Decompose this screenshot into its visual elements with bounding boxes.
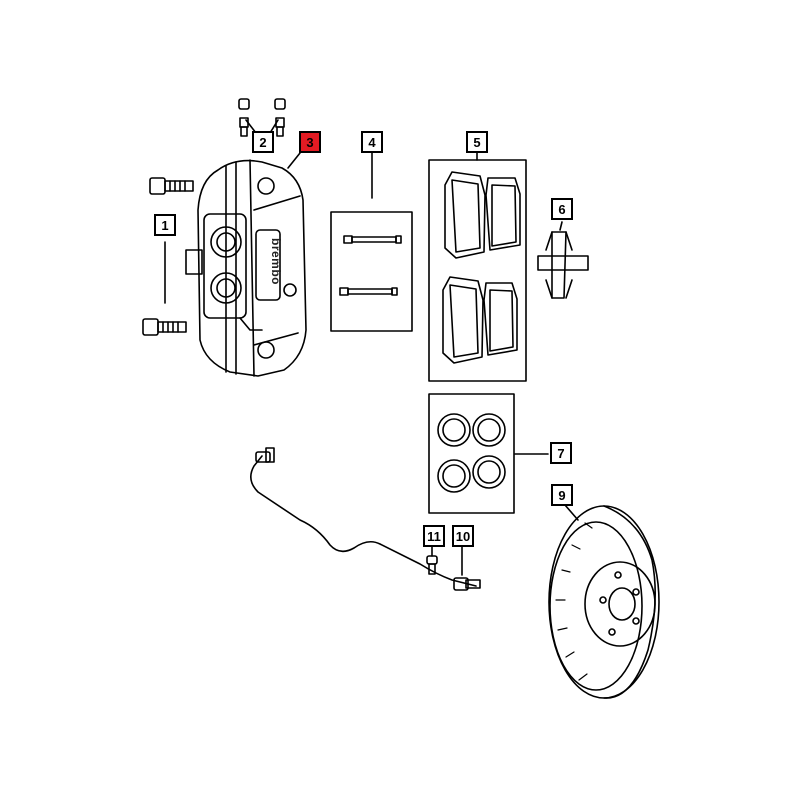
leader-lines — [164, 119, 579, 576]
callout-2[interactable]: 2 — [252, 131, 274, 153]
piston-seals — [437, 413, 506, 493]
brake-caliper — [185, 159, 307, 377]
callout-10[interactable]: 10 — [452, 525, 474, 547]
anti-rattle-clip — [537, 231, 589, 299]
callout-6[interactable]: 6 — [551, 198, 573, 220]
seal-kit-box — [428, 393, 515, 514]
sensor-screw — [426, 555, 438, 575]
brake-pads — [442, 171, 521, 364]
callout-7[interactable]: 7 — [550, 442, 572, 464]
callout-1[interactable]: 1 — [154, 214, 176, 236]
brand-mark: brembo — [269, 238, 283, 286]
caliper-bolt-upper — [149, 177, 194, 195]
guide-pins — [339, 235, 402, 296]
bleeder-screws — [238, 98, 286, 137]
brake-rotor — [548, 505, 660, 699]
callout-3-selected[interactable]: 3 — [299, 131, 321, 153]
callout-9[interactable]: 9 — [551, 484, 573, 506]
callout-4[interactable]: 4 — [361, 131, 383, 153]
wear-sensor — [250, 447, 481, 591]
caliper-bolt-lower — [142, 318, 187, 336]
callout-5[interactable]: 5 — [466, 131, 488, 153]
callout-11[interactable]: 11 — [423, 525, 445, 547]
brake-pad-box — [428, 159, 527, 382]
pin-kit-box — [330, 211, 413, 332]
